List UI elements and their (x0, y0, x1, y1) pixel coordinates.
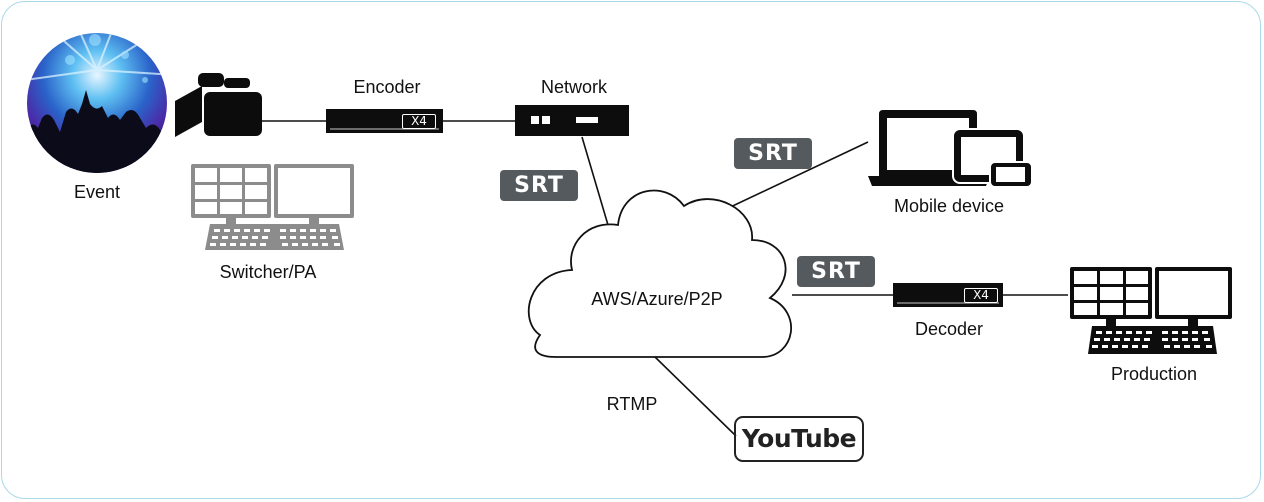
production-icon (1070, 267, 1232, 354)
decoder-label: Decoder (914, 319, 984, 339)
srt-badge-mobile: SRT (734, 138, 812, 169)
connection-lines (262, 120, 1068, 437)
mobile-device-label: Mobile device (893, 196, 1005, 216)
encoder-label: Encoder (353, 77, 421, 97)
rtmp-label: RTMP (606, 394, 658, 414)
production-label: Production (1110, 364, 1198, 384)
youtube-logo: YouTube (734, 416, 864, 462)
encoder-icon (326, 109, 443, 133)
cloud-label: AWS/Azure/P2P (591, 289, 723, 309)
cloud-mobile-link (721, 141, 869, 212)
srt-badge-decoder: SRT (797, 256, 875, 287)
switcher-label: Switcher/PA (219, 262, 317, 282)
encoder-model-tag: X4 (402, 114, 436, 129)
camera-icon (175, 73, 262, 137)
network-label: Network (540, 77, 608, 97)
network-switch-icon (515, 105, 629, 136)
event-photo (27, 33, 167, 173)
event-label: Event (73, 182, 121, 202)
decoder-model-tag: X4 (964, 288, 998, 303)
decoder-icon (893, 283, 1003, 307)
phone-icon (989, 161, 1033, 188)
network-cloud-link (581, 136, 609, 226)
cloud-icon (527, 189, 792, 358)
switcher-icon (191, 164, 354, 250)
cloud-youtube-link (654, 356, 737, 437)
srt-badge-network: SRT (500, 170, 578, 201)
